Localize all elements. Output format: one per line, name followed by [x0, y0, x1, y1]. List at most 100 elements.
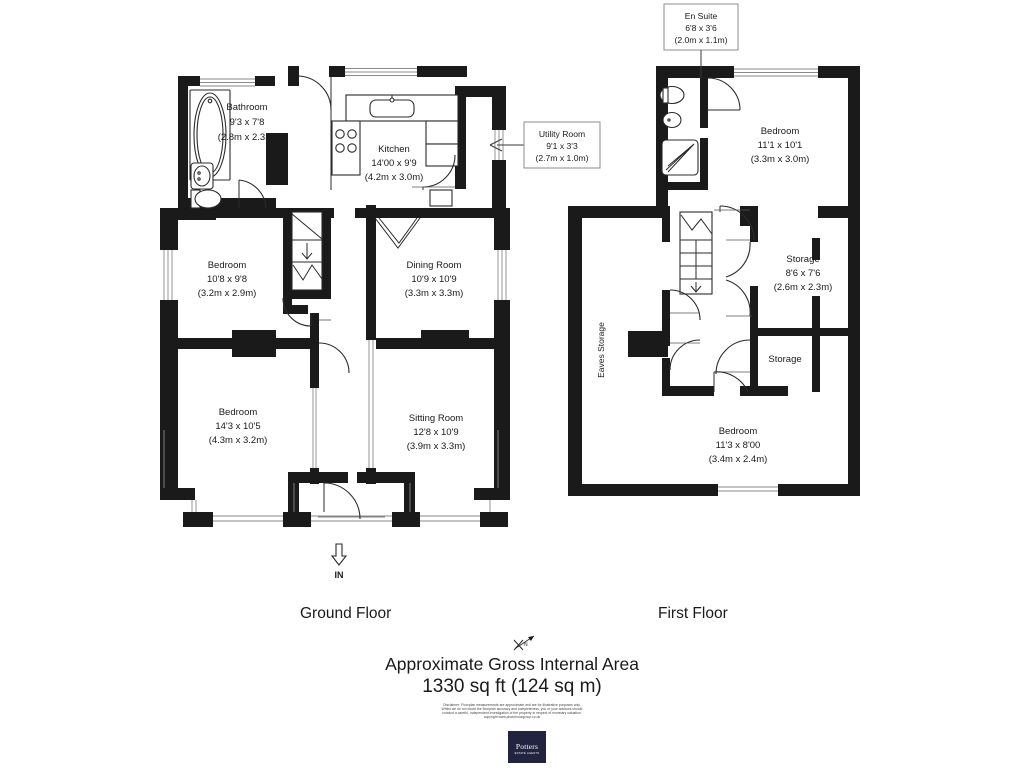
disclaimer-line-1: Disclaimer: Floorplan measurements are a…: [443, 703, 581, 707]
kitchen-sink: [369, 99, 415, 118]
svg-text:14'00 x 9'9: 14'00 x 9'9: [371, 158, 416, 169]
room-label-dining-room: Dining Room 10'9 x 10'9 (3.3m x 3.3m): [405, 260, 464, 299]
door-swing: [719, 205, 755, 241]
hob-ring-icon: [335, 143, 345, 153]
wall-segment: [778, 484, 860, 496]
wall-segment: [700, 78, 708, 128]
tap-icon: [667, 118, 671, 122]
wall-segment: [700, 138, 708, 186]
wall-segment: [469, 338, 510, 349]
sink-bowl: [662, 111, 682, 129]
wall-segment: [750, 286, 758, 334]
svg-text:Kitchen: Kitchen: [378, 144, 410, 155]
archway-marker: [374, 217, 421, 249]
kitchen-unit: [425, 120, 459, 145]
hob-ring-icon: [335, 129, 345, 139]
svg-text:11'3 x 8'00: 11'3 x 8'00: [716, 440, 761, 451]
room-label-storage-2: Storage: [768, 354, 801, 365]
svg-text:14'3 x 10'5: 14'3 x 10'5: [215, 421, 260, 432]
logo-name: Potters: [515, 742, 539, 751]
tap-icon: [197, 171, 201, 175]
wall-segment: [455, 86, 505, 97]
door-swing: [715, 339, 751, 375]
wall-segment: [160, 208, 216, 220]
svg-text:Dining Room: Dining Room: [407, 260, 462, 271]
wall-segment: [568, 484, 718, 496]
svg-text:6'8 x 3'6: 6'8 x 3'6: [685, 23, 717, 33]
wall-segment: [216, 208, 334, 218]
room-label-bathroom: Bathroom 9'3 x 7'8 (2.8m x 2.3m): [218, 102, 277, 143]
svg-text:(4.3m x 3.2m): (4.3m x 3.2m): [209, 435, 268, 446]
door-swing: [318, 342, 350, 374]
entrance-label: IN: [335, 570, 344, 580]
room-label-kitchen: Kitchen 14'00 x 9'9 (4.2m x 3.0m): [365, 144, 424, 183]
wall-segment: [255, 76, 275, 86]
room-label-bedroom-1: Bedroom 10'8 x 9'8 (3.2m x 2.9m): [198, 260, 257, 299]
door-swing: [669, 289, 701, 321]
svg-text:Utility Room: Utility Room: [539, 129, 585, 139]
wall-segment: [357, 472, 415, 483]
svg-text:Storage: Storage: [768, 354, 801, 365]
stair-break-line: [680, 214, 713, 235]
north-letter: N: [524, 642, 528, 648]
wall-segment: [392, 512, 420, 527]
wall-segment: [404, 472, 415, 512]
wall-segment: [178, 198, 276, 208]
wall-segment: [366, 208, 376, 340]
stair-direction-arrow: [301, 252, 313, 260]
hob-ring-icon: [347, 143, 357, 153]
wall-segment: [494, 300, 510, 500]
wall-segment: [568, 206, 670, 218]
north-arrow-icon: N: [513, 635, 535, 651]
logo-subtitle: ESTATE AGENTS: [514, 752, 540, 755]
north-arrow-star: [513, 639, 524, 651]
wall-segment: [848, 66, 860, 206]
wall-segment: [288, 472, 299, 512]
wall-segment: [656, 66, 702, 78]
callout-utility-room: Utility Room 9'1 x 3'3 (2.7m x 1.0m): [523, 121, 601, 169]
kitchen-unit: [429, 189, 453, 207]
sink-bowl: [193, 165, 211, 187]
stair-direction-arrow: [690, 285, 702, 293]
room-label-bedroom-4: Bedroom 11'3 x 8'00 (3.4m x 2.4m): [709, 426, 768, 465]
disclaimer-text: Disclaimer: Floorplan measurements are a…: [0, 703, 1024, 719]
eaves-storage-label: Eaves Storage: [596, 322, 606, 378]
wall-segment: [288, 66, 299, 86]
wall-segment: [492, 86, 506, 130]
wall-segment: [160, 488, 195, 500]
door-swing: [669, 339, 701, 371]
svg-text:Bedroom: Bedroom: [219, 407, 258, 418]
door-swing: [298, 75, 332, 111]
wall-segment: [474, 488, 510, 500]
disclaimer-line-4: copyright www.photohouzgroup.co.uk: [483, 715, 541, 720]
svg-text:Storage: Storage: [786, 254, 819, 265]
area-value: 1330 sq ft (124 sq m): [422, 676, 602, 697]
wall-segment: [662, 290, 670, 346]
wall-segment: [662, 386, 714, 396]
entry-door-swing: [323, 482, 361, 520]
area-heading: Approximate Gross Internal Area: [385, 654, 639, 674]
wall-segment: [329, 66, 345, 77]
wall-segment: [178, 76, 200, 86]
arrow-head-icon: [489, 138, 503, 152]
svg-text:(2.8m x 2.3m): (2.8m x 2.3m): [218, 132, 277, 143]
wall-segment: [355, 208, 505, 218]
wall-segment: [750, 334, 758, 392]
wall-segment: [376, 338, 421, 349]
first-floor-plan: Bedroom 11'1 x 10'1 (3.3m x 3.0m) Storag…: [568, 3, 860, 496]
disclaimer-line-2: Whilst we do not doubt the floorplan acc…: [441, 707, 583, 712]
svg-text:Bedroom: Bedroom: [208, 260, 247, 271]
wall-segment: [750, 206, 758, 242]
wall-segment: [283, 512, 311, 527]
kitchen-tap-icon: [389, 97, 395, 103]
wall-segment: [662, 206, 670, 242]
ground-floor-title: Ground Floor: [300, 605, 392, 622]
stair-break-line: [291, 213, 323, 240]
door-swing: [282, 297, 312, 327]
chimney-breast: [628, 331, 668, 357]
stair-break-line: [292, 264, 323, 281]
svg-text:En Suite: En Suite: [685, 11, 718, 21]
shower-symbol: [665, 143, 695, 173]
